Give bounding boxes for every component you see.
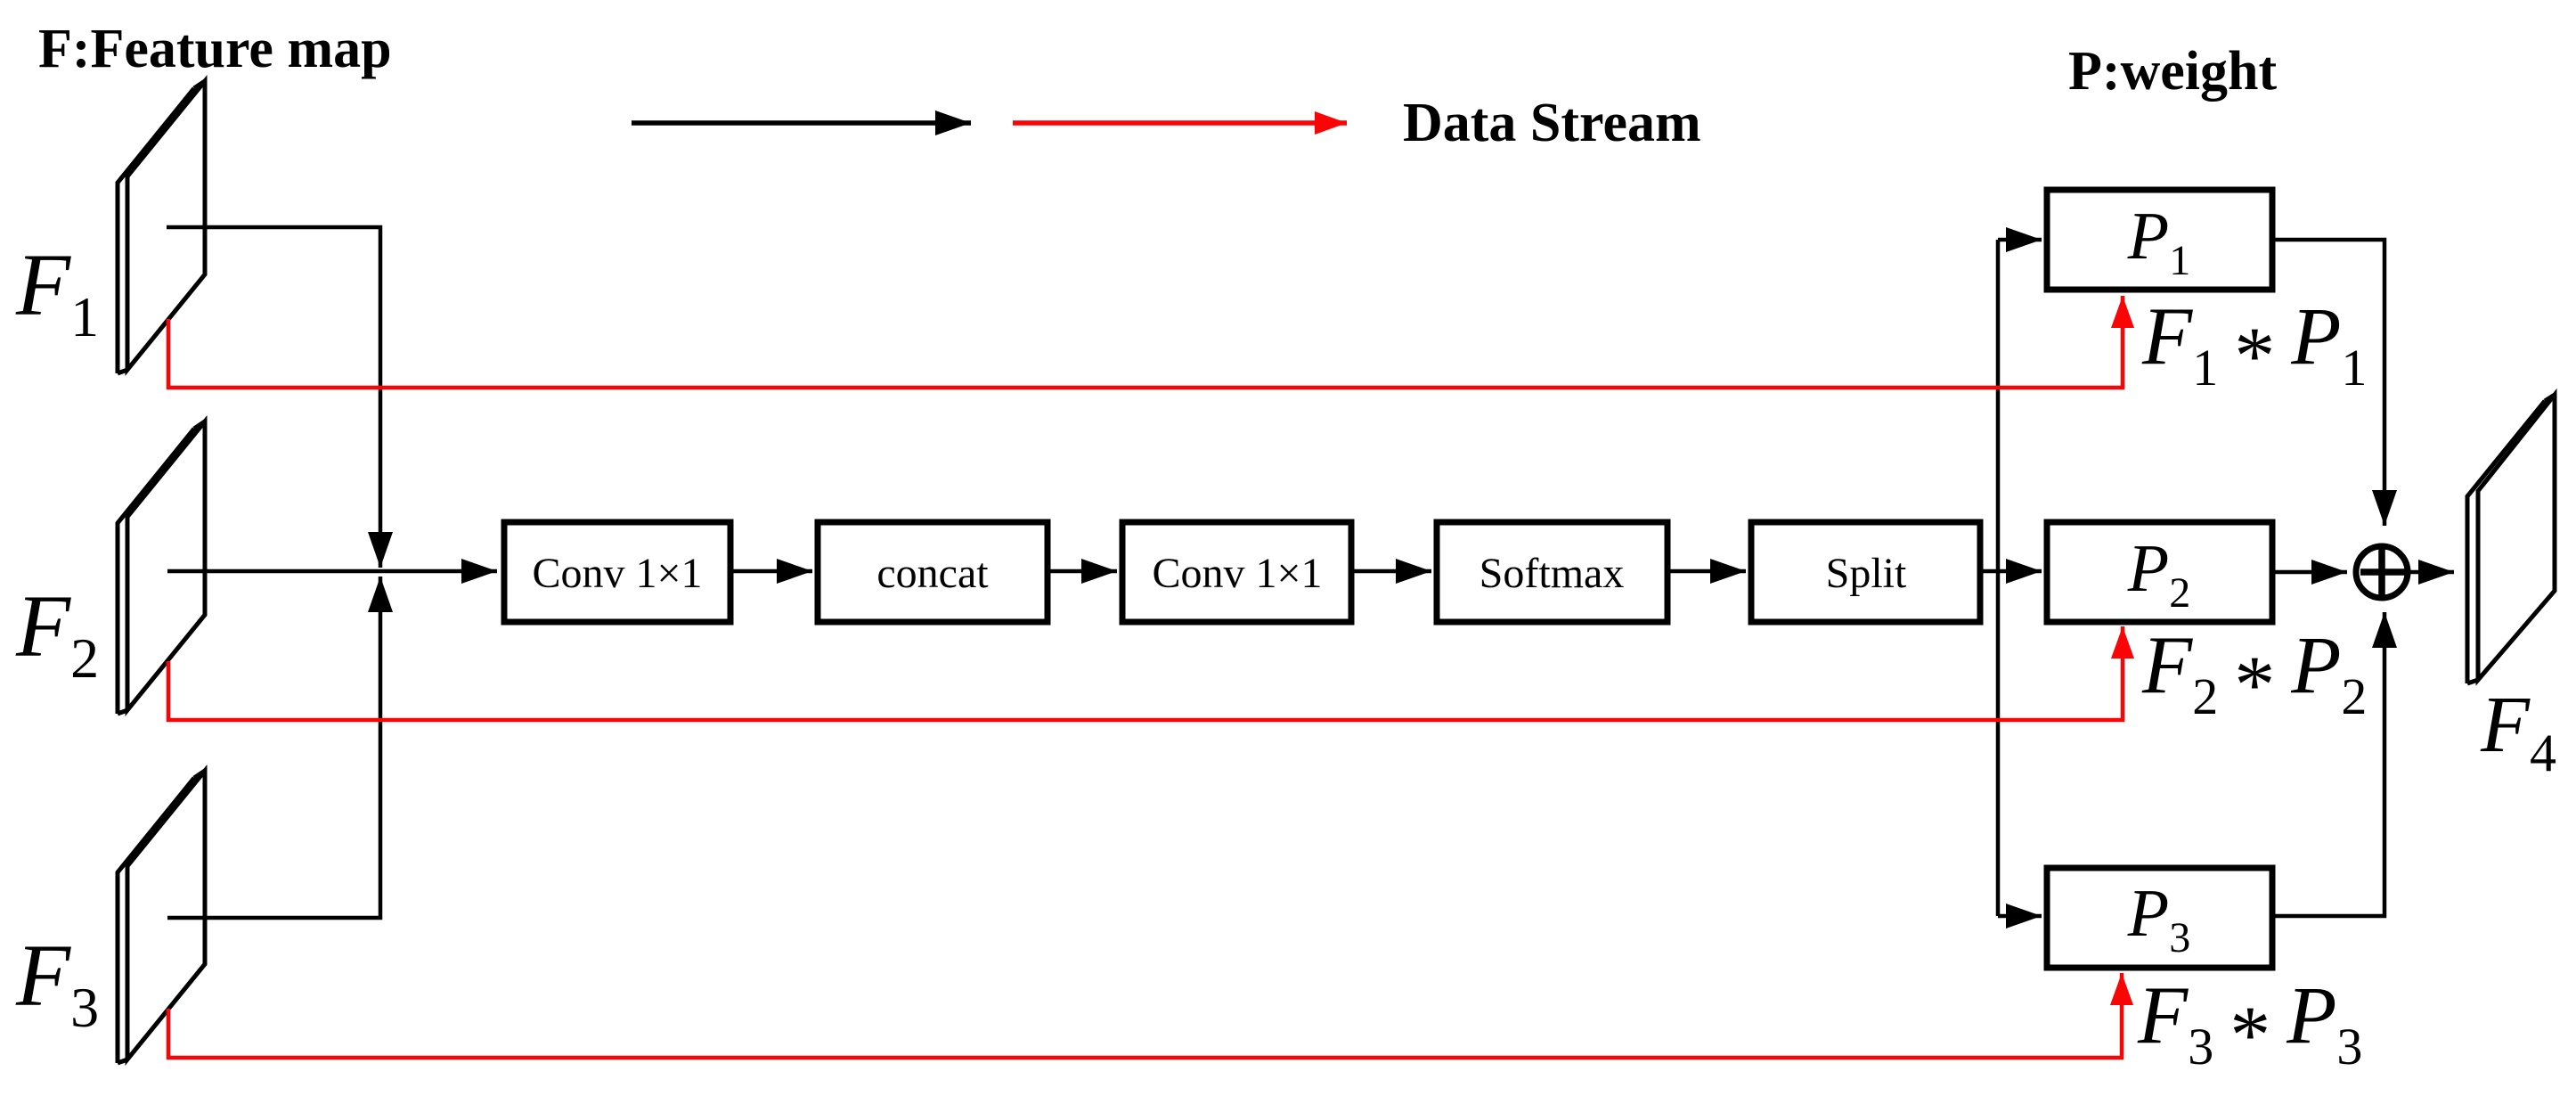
- conv1x1-box-2-label: Conv 1×1: [1152, 550, 1322, 597]
- feature-map-f1-side: [115, 78, 207, 376]
- conv1x1-box-1-label: Conv 1×1: [532, 550, 702, 597]
- sum-operator-icon: [2352, 543, 2411, 601]
- weight-boxes: P1 P2 P3: [2043, 186, 2276, 971]
- output-feature-map-f4-face: [2475, 388, 2557, 686]
- p1-box-label: P1: [2127, 199, 2190, 284]
- output-feature-map-f4: [2465, 388, 2557, 686]
- output-feature-map-f4-side: [2465, 392, 2556, 686]
- softmax-box-label: Softmax: [1480, 550, 1625, 597]
- legend: Data Stream: [632, 93, 1701, 153]
- softmax-box: [1433, 519, 1671, 626]
- pipeline: Conv 1×1 concat Conv 1×1 Softmax Split: [501, 519, 1984, 626]
- black-wires: [167, 225, 2454, 928]
- feature-map-f3: [115, 764, 208, 1067]
- label-f3-times-p3: F3*P3: [2137, 969, 2362, 1080]
- red-arrow-f1-to-p1: [166, 296, 2134, 390]
- label-f1-times-p1: F1*P1: [2141, 290, 2367, 401]
- label-f2: F2: [15, 577, 99, 690]
- p1-box: [2043, 186, 2276, 293]
- p2-box-label: P2: [2127, 531, 2190, 617]
- red-wires: [166, 296, 2134, 1060]
- split-box-label: Split: [1826, 550, 1907, 597]
- label-f4: F4: [2480, 681, 2556, 782]
- feature-map-f2-face: [125, 414, 208, 717]
- split-box: [1748, 519, 1984, 626]
- arrow-f1-to-junction: [167, 225, 393, 568]
- conv1x1-box-1: [501, 519, 734, 626]
- feature-map-f3-face: [125, 764, 208, 1067]
- feature-map-f1-face: [125, 74, 208, 377]
- arrow-p3-to-sum: [2272, 612, 2397, 919]
- title-feature-map: F:Feature map: [38, 19, 392, 79]
- label-f2-times-p2: F2*P2: [2141, 619, 2367, 730]
- red-arrow-f3-to-p3: [166, 973, 2133, 1060]
- label-f1: F1: [15, 235, 99, 348]
- legend-label: Data Stream: [1403, 93, 1701, 153]
- p3-box-label: P3: [2127, 876, 2190, 961]
- concat-box-label: concat: [876, 550, 989, 597]
- title-weight: P:weight: [2068, 41, 2278, 102]
- red-arrow-f2-to-p2: [166, 626, 2134, 723]
- concat-box: [814, 519, 1051, 626]
- feature-map-f3-side: [115, 768, 207, 1066]
- feature-map-f1: [115, 74, 208, 377]
- feature-map-f2-side: [115, 419, 207, 716]
- arrow-p1-to-sum: [2272, 237, 2397, 526]
- p3-box: [2043, 864, 2276, 971]
- arrow-f3-to-junction: [167, 577, 393, 920]
- p2-box: [2043, 519, 2276, 626]
- label-f3: F3: [15, 926, 99, 1039]
- sum-plus: [2360, 547, 2405, 597]
- conv1x1-box-2: [1119, 519, 1355, 626]
- feature-map-f2: [115, 414, 208, 717]
